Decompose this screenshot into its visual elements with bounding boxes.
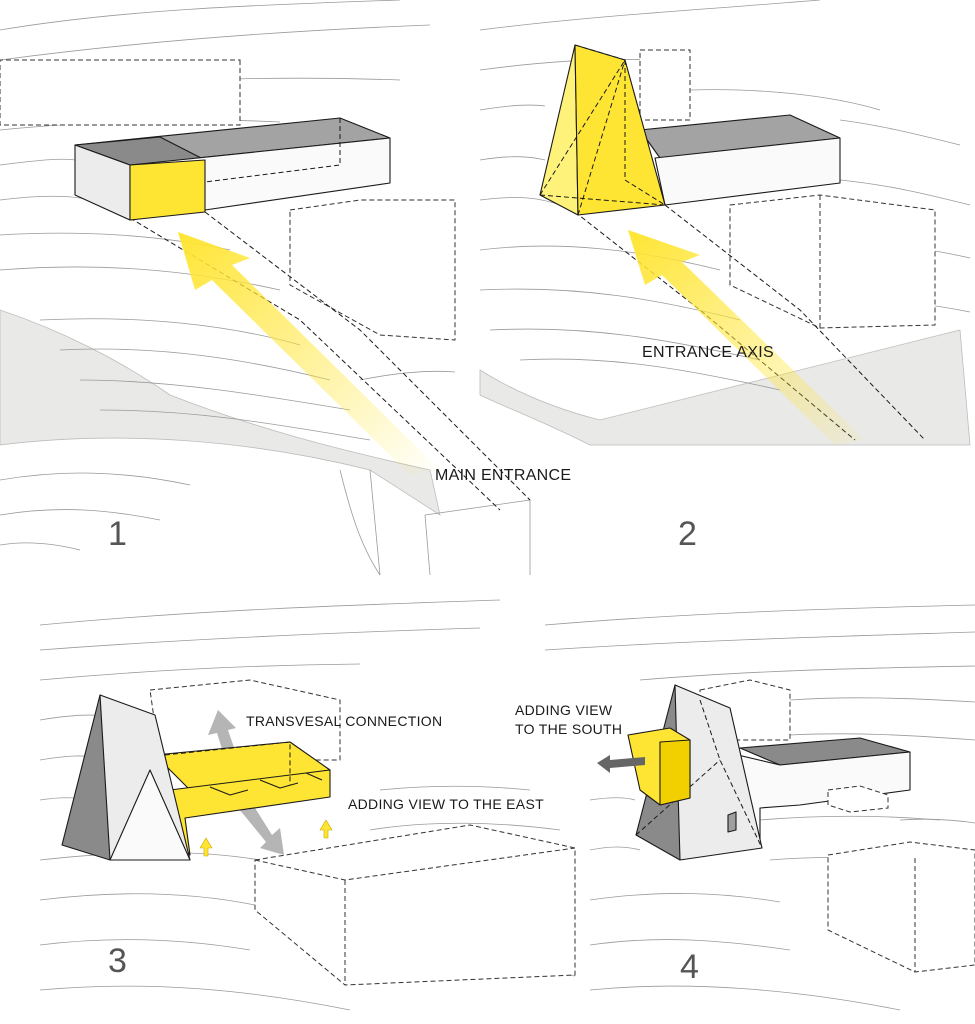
bar-volume-1 xyxy=(74,117,391,221)
panel-1: MAIN ENTRANCE 1 xyxy=(0,0,571,576)
transversal-arrow-down xyxy=(238,800,284,855)
entrance-arrow xyxy=(178,232,440,475)
bar-volume-2 xyxy=(639,114,841,206)
panel-2-number: 2 xyxy=(678,515,697,553)
a-frame-3 xyxy=(61,694,191,861)
view-south-label-line1: ADDING VIEW xyxy=(515,702,613,718)
entrance-axis-arrow xyxy=(628,230,865,445)
a-frame-2 xyxy=(539,44,666,216)
bar-volume-4 xyxy=(724,737,911,841)
panel-2: ENTRANCE AXIS 2 xyxy=(479,0,971,553)
panel-3-number: 3 xyxy=(108,942,127,980)
panel-4-number: 4 xyxy=(680,948,699,986)
south-view-arrow xyxy=(597,755,645,773)
transversal-connection-label: TRANSVESAL CONNECTION xyxy=(246,713,442,729)
east-view-arrow-1 xyxy=(199,837,213,857)
panel-3: TRANSVESAL CONNECTION ADDING VIEW TO THE… xyxy=(39,599,576,1011)
view-east-label: ADDING VIEW TO THE EAST xyxy=(348,796,544,812)
east-view-arrow-2 xyxy=(319,819,333,839)
entrance-axis-label: ENTRANCE AXIS xyxy=(642,344,774,361)
south-view-box xyxy=(627,727,691,806)
panel-4-terrain xyxy=(544,604,975,1011)
panel-4: ADDING VIEW TO THE SOUTH 4 xyxy=(515,604,975,1011)
panel-1-number: 1 xyxy=(108,515,127,553)
main-entrance-label: MAIN ENTRANCE xyxy=(435,467,571,484)
view-south-label-line2: TO THE SOUTH xyxy=(515,721,622,737)
panel-2-terrain xyxy=(479,0,971,446)
